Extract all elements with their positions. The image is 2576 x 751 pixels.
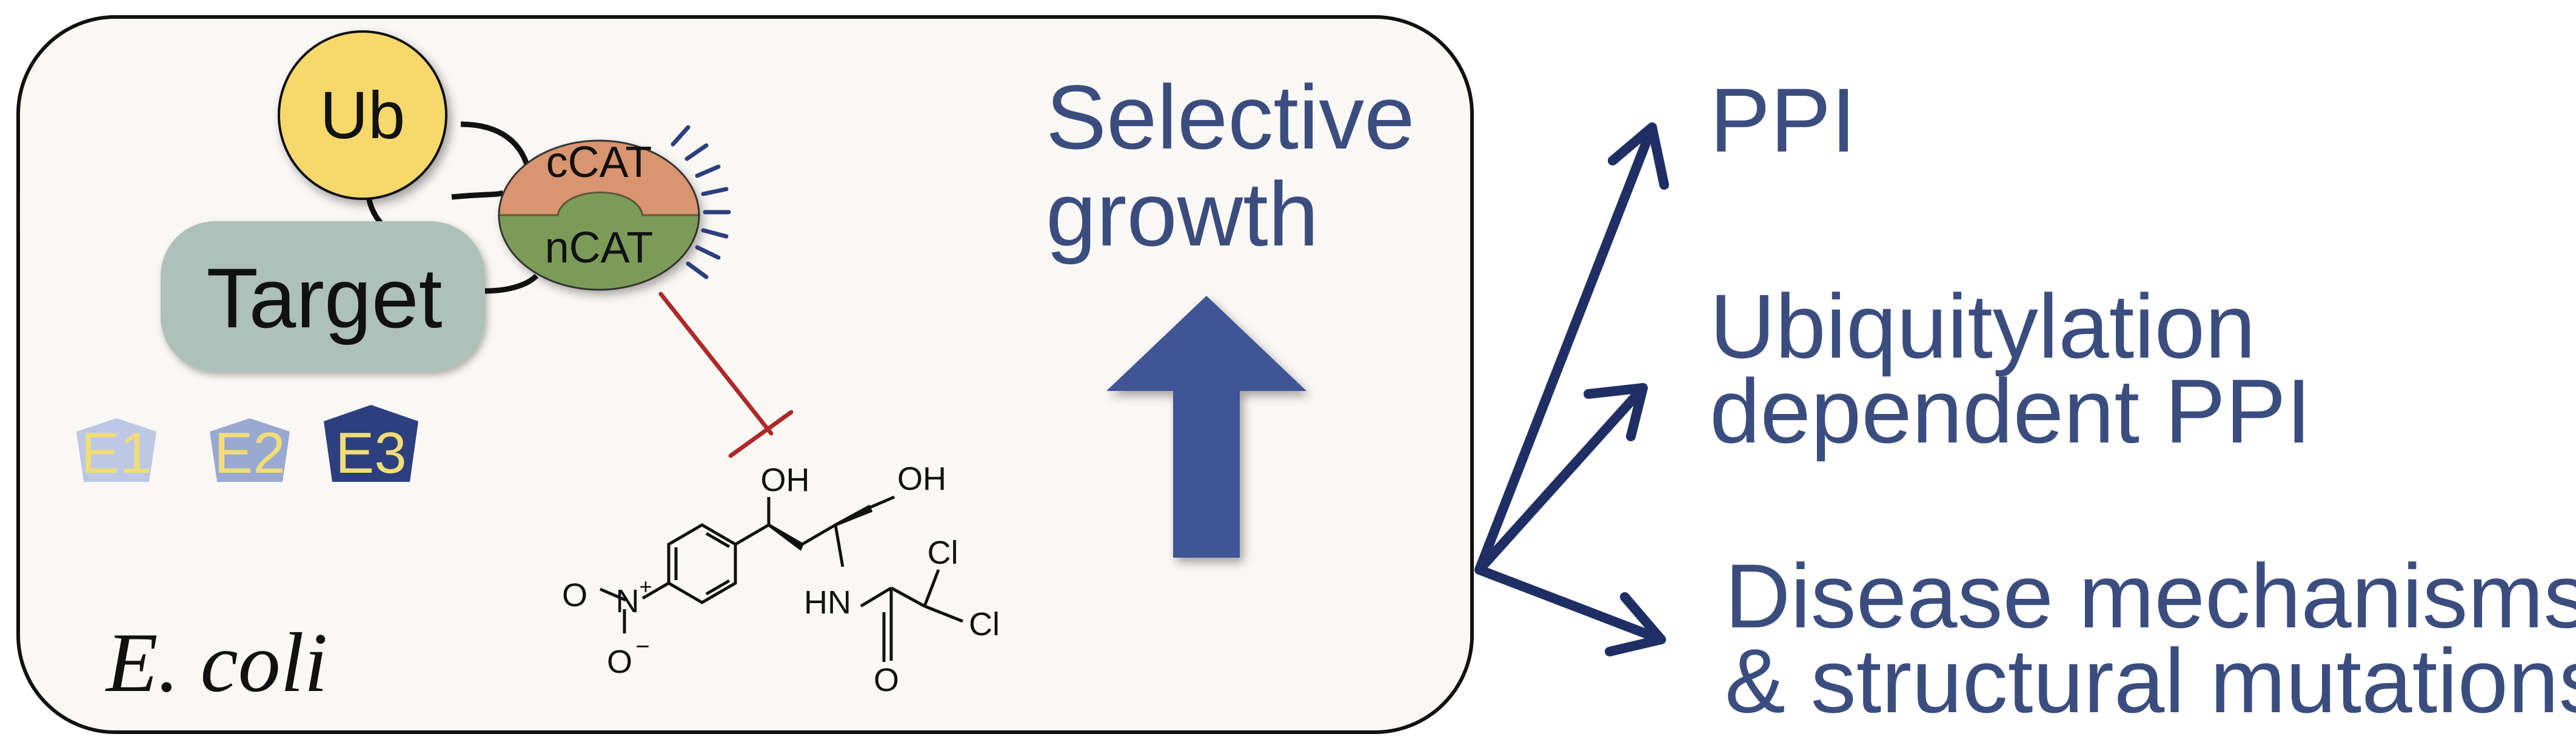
organism-label: E. coli bbox=[105, 616, 327, 710]
ccat-ncat-interface bbox=[499, 192, 699, 216]
selective-label: Selective bbox=[1046, 66, 1415, 168]
inhibition-symbol bbox=[658, 292, 794, 458]
enzyme-e1: E1 bbox=[76, 418, 156, 486]
app-dependent-ppi-label: dependent PPI bbox=[1710, 360, 2312, 462]
atom-nitro-o1: O bbox=[562, 577, 587, 613]
atom-nitro-n: N bbox=[616, 583, 640, 619]
chloramphenicol-structure bbox=[600, 495, 963, 662]
atom-nitro-plus: + bbox=[639, 574, 652, 599]
growth-label: growth bbox=[1046, 163, 1319, 265]
atom-o: O bbox=[874, 662, 899, 698]
app-ppi-label: PPI bbox=[1710, 69, 1856, 171]
cat-split-reporter: cCAT nCAT bbox=[498, 138, 700, 291]
atom-oh-1: OH bbox=[761, 462, 810, 498]
linker-loop bbox=[365, 121, 539, 294]
atom-oh-2: OH bbox=[897, 461, 946, 497]
arrow-head-disease bbox=[1605, 592, 1666, 656]
atom-nitro-minus: − bbox=[635, 633, 649, 660]
atom-cl-1: Cl bbox=[928, 535, 958, 571]
app-structural-label: & structural mutations bbox=[1725, 630, 2576, 732]
ccat-label: cCAT bbox=[546, 138, 652, 187]
e2-label: E2 bbox=[214, 421, 285, 486]
atom-hn: HN bbox=[804, 584, 851, 621]
ub-label: Ub bbox=[320, 78, 406, 153]
arrow-head-ubiquitylation bbox=[1584, 383, 1648, 441]
enzyme-e3: E3 bbox=[324, 405, 418, 486]
ccat-half bbox=[499, 141, 699, 215]
application-arrows bbox=[1474, 122, 1669, 656]
e1-label: E1 bbox=[81, 421, 152, 486]
growth-up-arrow bbox=[1106, 296, 1306, 558]
ubiquitin-node: Ub bbox=[278, 30, 447, 200]
app-ubiquitylation-label: Ubiquitylation bbox=[1710, 275, 2256, 377]
target-node: Target bbox=[161, 221, 485, 372]
atom-cl-2: Cl bbox=[969, 606, 1000, 643]
enzyme-e2: E2 bbox=[210, 418, 290, 486]
arrow-head-ppi bbox=[1608, 122, 1669, 190]
activity-ticks bbox=[671, 125, 731, 279]
target-label: Target bbox=[206, 250, 442, 345]
e3-label: E3 bbox=[335, 421, 406, 486]
chloramphenicol-atoms: OH OH Cl Cl HN O O N + O − bbox=[562, 461, 1000, 698]
ncat-label: nCAT bbox=[545, 224, 654, 272]
atom-nitro-o2: O bbox=[607, 644, 632, 680]
app-disease-label: Disease mechanisms bbox=[1725, 545, 2576, 647]
